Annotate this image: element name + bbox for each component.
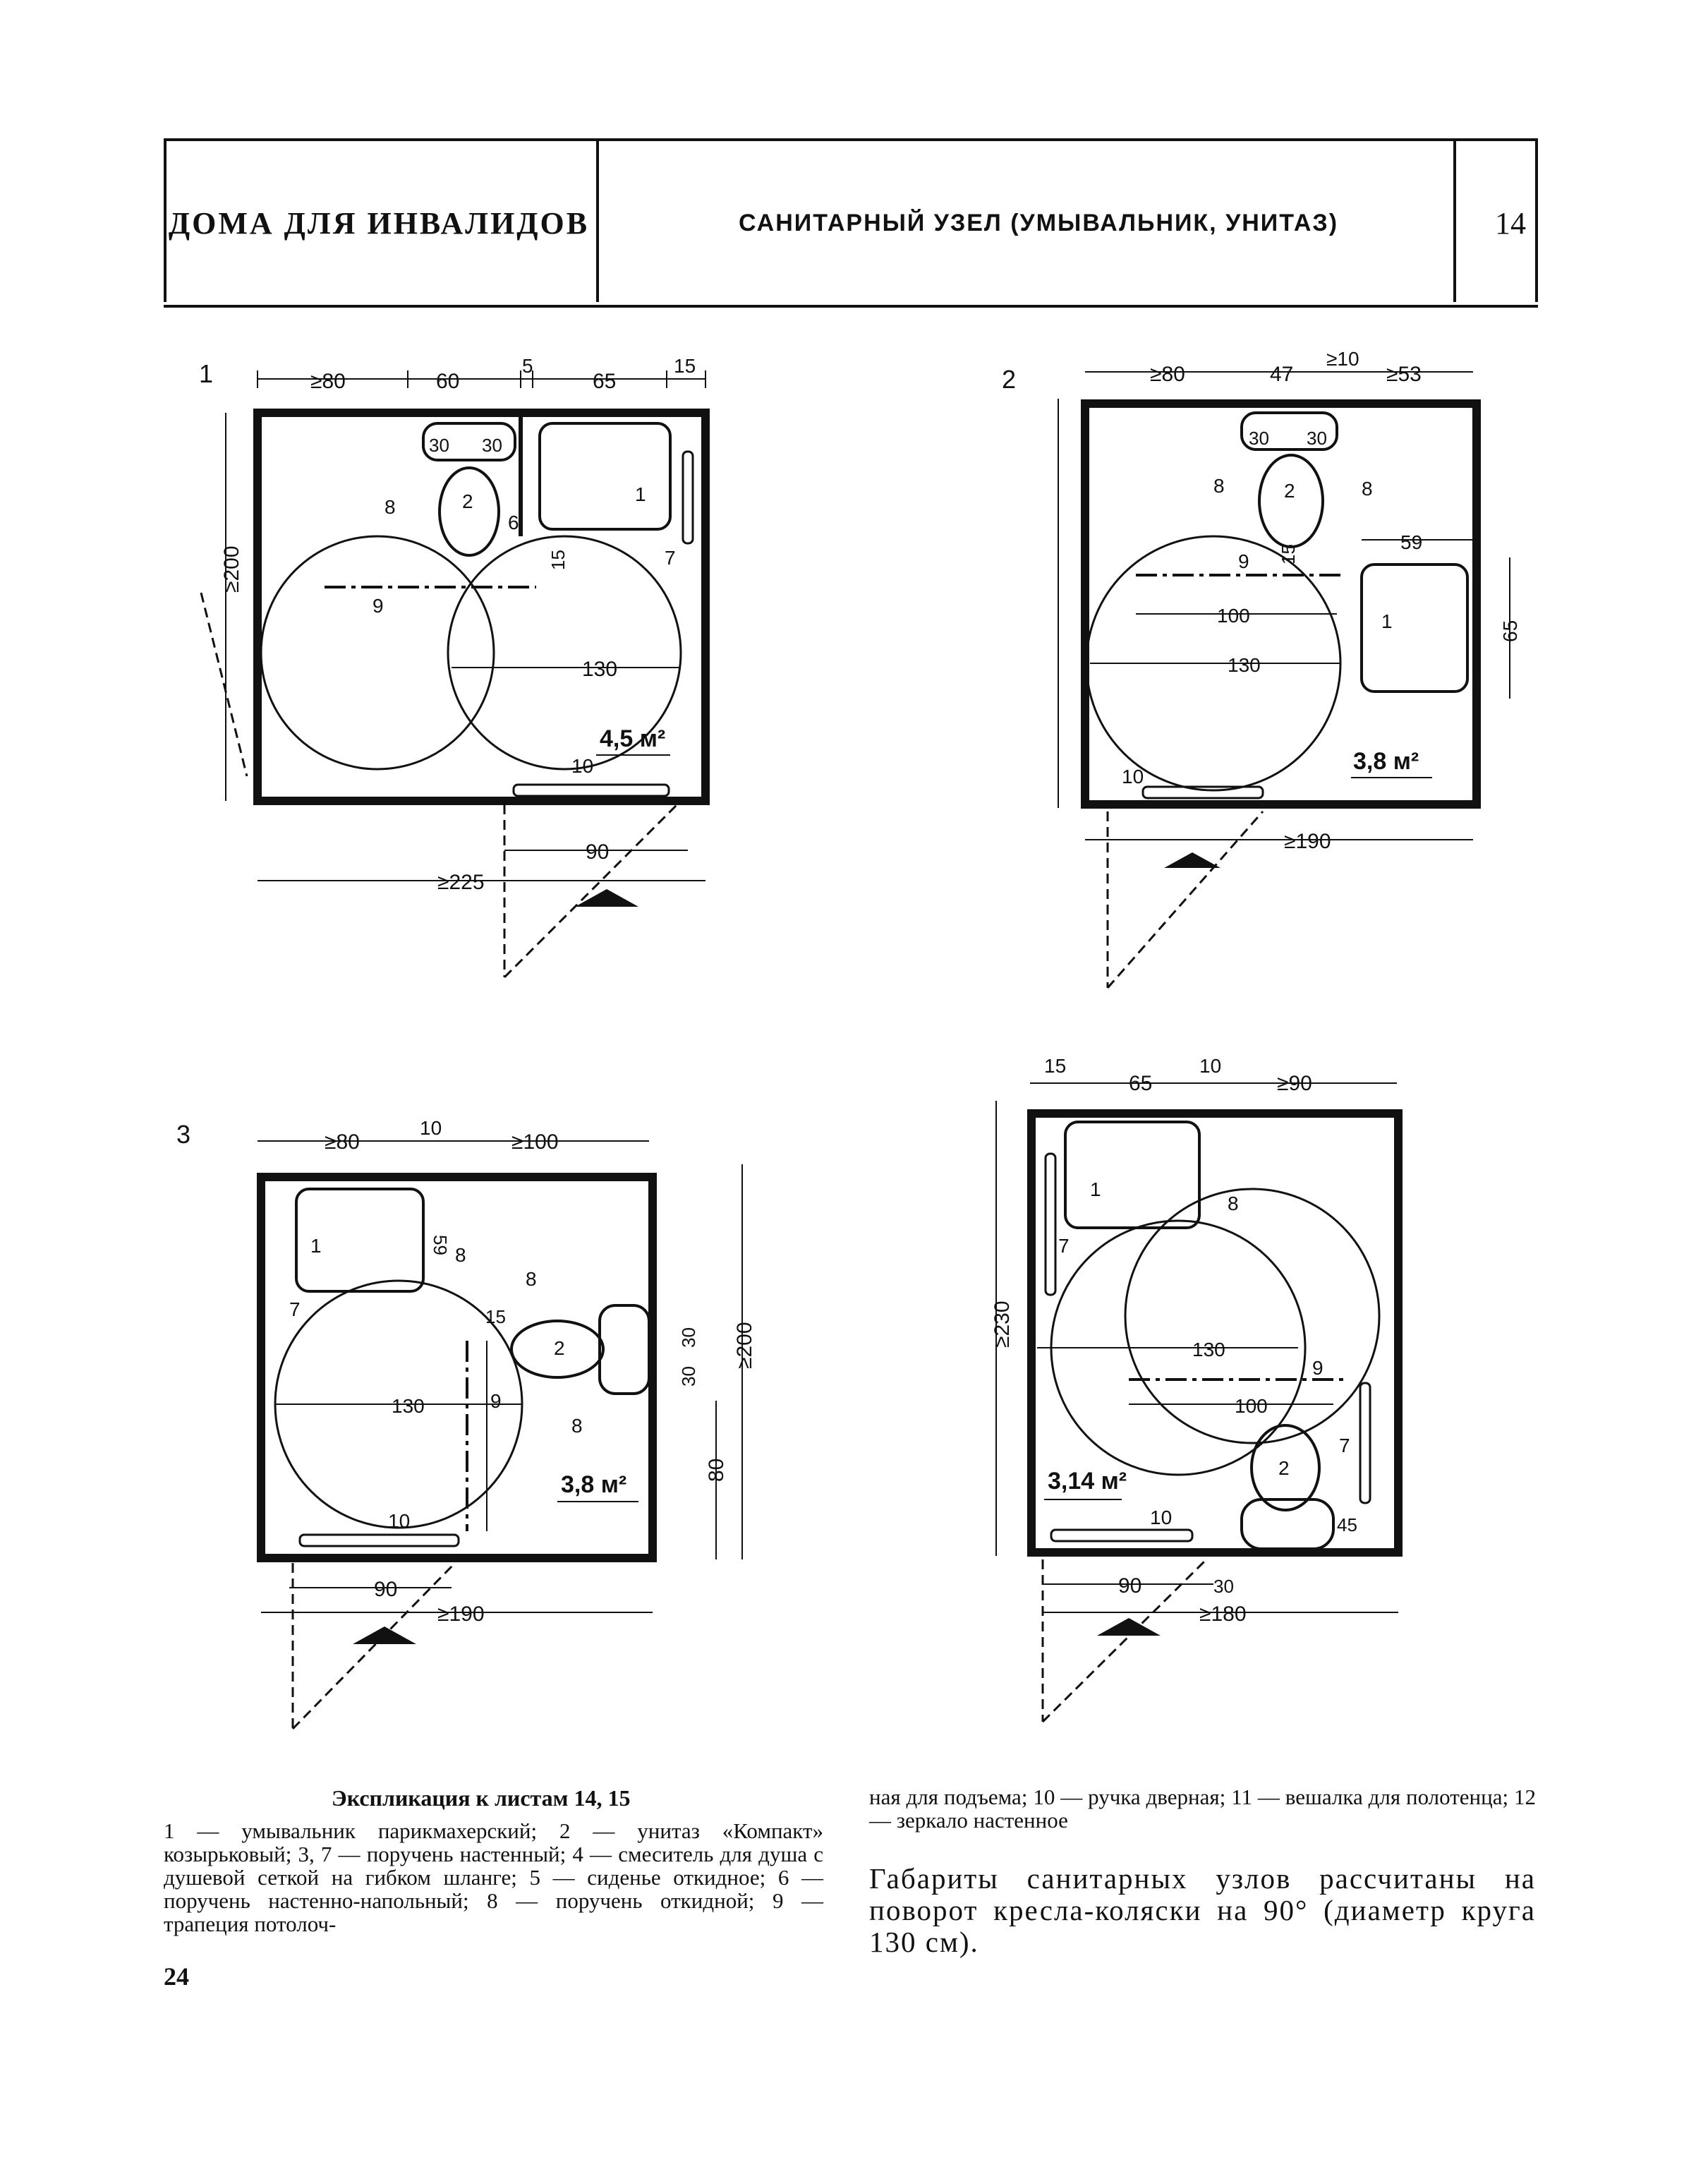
dim-label: 100	[1235, 1395, 1268, 1417]
dim-label: 30	[429, 435, 449, 456]
svg-text:9: 9	[1312, 1357, 1324, 1379]
svg-text:1: 1	[1381, 610, 1393, 632]
svg-text:8: 8	[526, 1268, 537, 1290]
svg-text:10: 10	[388, 1510, 410, 1532]
dim-label: ≥190	[437, 1602, 485, 1626]
header-divider	[1453, 138, 1456, 302]
plan-4: 15 65 10 ≥90 ≥230 1 7 8 130 9 100 2 45 7…	[991, 1055, 1403, 1723]
svg-text:8: 8	[384, 496, 396, 518]
dim-label: 30	[482, 435, 502, 456]
dim-label: ≥180	[1199, 1602, 1247, 1626]
plan-number: 2	[1002, 365, 1016, 394]
dim-label: 130	[1228, 654, 1261, 676]
area-label: 3,14 м²	[1048, 1468, 1127, 1495]
svg-text:10: 10	[1122, 766, 1144, 787]
dim-label: 59	[430, 1235, 451, 1255]
svg-text:2: 2	[554, 1337, 565, 1359]
svg-text:2: 2	[1284, 480, 1295, 502]
dim-label: 30	[1249, 428, 1269, 449]
dim-label: 30	[1307, 428, 1327, 449]
dim-label: 65	[1129, 1072, 1152, 1095]
svg-text:10: 10	[571, 755, 593, 777]
svg-text:7: 7	[1058, 1235, 1070, 1257]
dim-label: ≥80	[325, 1130, 360, 1154]
plan-2: 2 ≥80 47 ≥10 ≥53 30 30 2 8 8 59 9 15 1 6…	[1002, 348, 1521, 989]
dim-label: 30	[1213, 1576, 1234, 1597]
dim-label: 15	[547, 550, 569, 570]
svg-text:9: 9	[490, 1390, 502, 1412]
plan-number: 1	[199, 359, 213, 388]
dim-label: 5	[522, 355, 533, 377]
dim-label: 130	[392, 1395, 425, 1417]
plan-3: 3 ≥80 10 ≥100 1 7 59 8 8 8 2 15 30 30 ≥2…	[176, 1117, 756, 1730]
dim-label: 15	[674, 355, 696, 377]
svg-text:1: 1	[635, 483, 646, 505]
dim-label: 90	[374, 1578, 397, 1601]
svg-text:8: 8	[1228, 1193, 1239, 1214]
svg-text:9: 9	[373, 595, 384, 617]
caption-right-column: ная для подъема; 10 — ручка дверная; 11 …	[869, 1785, 1536, 1833]
header-sheet-title: САНИТАРНЫЙ УЗЕЛ (УМЫВАЛЬНИК, УНИТАЗ)	[738, 209, 1339, 236]
dim-label: 59	[1400, 531, 1422, 553]
dim-label: 47	[1270, 363, 1293, 386]
dim-label: 130	[582, 658, 617, 681]
dim-label: 45	[1337, 1514, 1357, 1535]
header-divider	[596, 138, 599, 302]
svg-text:6: 6	[508, 512, 519, 533]
dim-label: ≥200	[220, 545, 243, 593]
area-label: 4,5 м²	[600, 725, 665, 752]
dim-label: ≥100	[511, 1130, 559, 1154]
svg-text:8: 8	[455, 1244, 466, 1266]
svg-text:10: 10	[1150, 1507, 1172, 1528]
note-text: Габариты санитарных узлов рассчитаны на …	[869, 1862, 1536, 1958]
svg-text:7: 7	[665, 547, 676, 569]
page-header: ДОМА ДЛЯ ИНВАЛИДОВ САНИТАРНЫЙ УЗЕЛ (УМЫВ…	[164, 138, 1538, 308]
svg-text:7: 7	[1339, 1435, 1350, 1456]
svg-text:1: 1	[310, 1235, 322, 1257]
area-label: 3,8 м²	[1353, 748, 1419, 775]
header-divider	[1535, 138, 1538, 302]
dim-label: 15	[485, 1306, 506, 1327]
svg-text:7: 7	[289, 1298, 301, 1320]
dim-label: ≥10	[1326, 348, 1359, 370]
dim-label: 80	[705, 1459, 728, 1482]
dim-label: ≥225	[437, 871, 485, 894]
dim-label: ≥53	[1386, 363, 1422, 386]
dim-label: 100	[1217, 605, 1250, 627]
dim-label: 90	[1118, 1574, 1141, 1598]
svg-text:9: 9	[1238, 550, 1249, 572]
area-label: 3,8 м²	[561, 1471, 626, 1498]
dim-label: 10	[420, 1117, 442, 1139]
svg-text:8: 8	[1362, 478, 1373, 500]
header-divider	[164, 138, 166, 302]
plan-1: 1 ≥80 60 5 65 15 ≥200 30 30 2 1 6 8 7	[199, 355, 710, 979]
dim-label: 90	[586, 840, 609, 864]
page-number: 24	[164, 1962, 189, 1991]
dim-label: 30	[678, 1327, 699, 1348]
dim-label: ≥190	[1284, 830, 1331, 853]
plan-number: 3	[176, 1120, 190, 1149]
dim-label: 65	[1499, 620, 1521, 642]
dim-label: 60	[436, 370, 459, 393]
dim-label: ≥80	[310, 370, 346, 393]
caption-title: Экспликация к листам 14, 15	[332, 1785, 631, 1811]
dim-label: 15	[1044, 1055, 1066, 1077]
dim-label: ≥80	[1150, 363, 1185, 386]
dim-label: 30	[678, 1366, 699, 1387]
caption-left-column: 1 — умывальник парикмахерский; 2 — унита…	[164, 1818, 823, 1936]
dim-label: ≥90	[1277, 1072, 1312, 1095]
dim-label: 130	[1192, 1339, 1225, 1360]
svg-text:8: 8	[1213, 475, 1225, 497]
svg-text:2: 2	[462, 490, 473, 512]
dim-label: ≥200	[733, 1322, 756, 1369]
svg-text:2: 2	[1278, 1457, 1290, 1479]
svg-text:1: 1	[1090, 1178, 1101, 1200]
header-section-title: ДОМА ДЛЯ ИНВАЛИДОВ	[168, 205, 590, 241]
header-sheet-number: 14	[1495, 205, 1526, 241]
dim-label: ≥230	[991, 1300, 1014, 1348]
dim-label: 10	[1199, 1055, 1221, 1077]
svg-text:8: 8	[571, 1415, 583, 1437]
dim-label: 65	[593, 370, 616, 393]
